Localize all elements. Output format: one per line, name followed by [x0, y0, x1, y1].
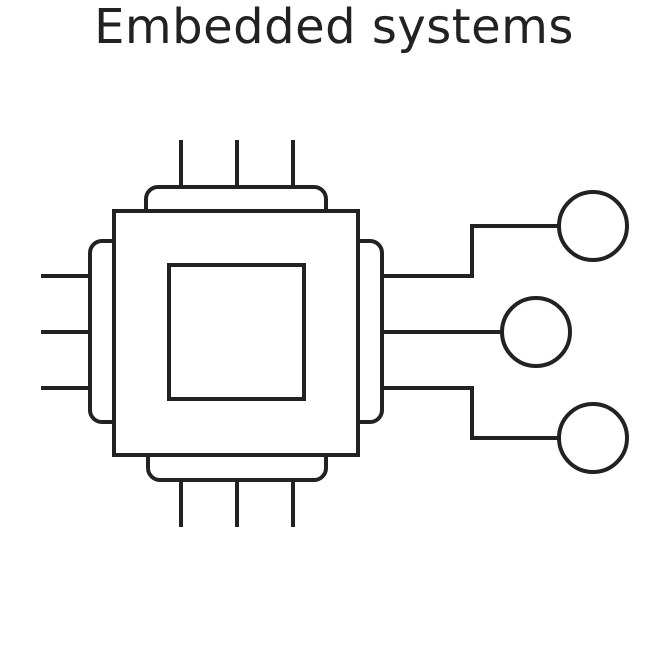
right-traces [384, 224, 559, 440]
peripheral-node-icon [557, 190, 629, 262]
peripheral-nodes [500, 190, 629, 474]
trace-lower [384, 386, 559, 440]
left-pins [41, 274, 92, 390]
peripheral-node-icon [557, 402, 629, 474]
peripheral-node-icon [500, 296, 572, 368]
microchip-icon [112, 209, 360, 457]
trace-upper [384, 224, 559, 278]
bottom-pins [179, 476, 295, 527]
diagram-title: Embedded systems [94, 0, 574, 55]
chip-core [167, 263, 306, 401]
top-pins [179, 140, 295, 190]
